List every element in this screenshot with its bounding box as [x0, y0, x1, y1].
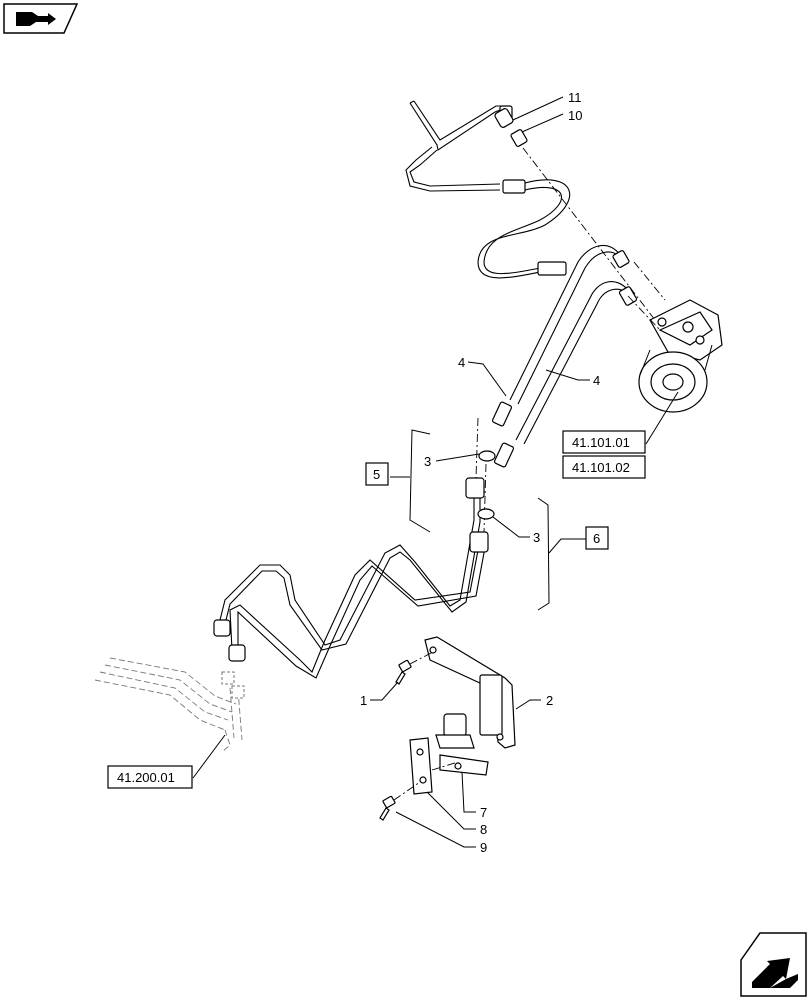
reference-41-101-02[interactable]: 41.101.02 [562, 455, 646, 479]
o-ring-3b [477, 508, 495, 520]
svg-text:5: 5 [373, 467, 380, 482]
reference-41-200-01[interactable]: 41.200.01 [107, 765, 193, 789]
callout-9: 9 [480, 840, 487, 855]
leader-ref-motor [645, 391, 679, 445]
bolt-9 [379, 795, 396, 821]
flexible-hose-upper [477, 179, 571, 279]
leader-6 [548, 538, 586, 554]
leader-3b [492, 516, 530, 538]
callout-3-upper: 3 [424, 454, 431, 469]
leader-8 [426, 791, 476, 830]
callout-8: 8 [480, 822, 487, 837]
leader-ref-left [192, 734, 226, 779]
svg-text:41.101.02: 41.101.02 [572, 460, 630, 475]
plate-8 [409, 737, 433, 795]
rigid-tube-upper [405, 100, 526, 194]
fitting-10 [510, 129, 528, 147]
callout-11: 11 [568, 90, 582, 105]
leader-2 [515, 699, 541, 710]
boxed-callout-5[interactable]: 5 [365, 462, 389, 486]
hose-4-left [491, 245, 630, 427]
leader-4a [467, 361, 507, 397]
group-brace-5 [409, 429, 431, 533]
svg-text:41.101.01: 41.101.01 [572, 435, 630, 450]
boxed-callout-6[interactable]: 6 [585, 526, 609, 550]
callout-10: 10 [568, 108, 582, 123]
callout-1: 1 [360, 693, 367, 708]
callout-2: 2 [546, 693, 553, 708]
leader-10 [521, 113, 564, 133]
o-ring-3a [478, 450, 496, 462]
svg-text:41.200.01: 41.200.01 [117, 770, 175, 785]
next-page-arrow-icon[interactable] [740, 932, 807, 997]
callout-3-lower: 3 [533, 530, 540, 545]
leader-4b [545, 369, 590, 381]
callout-7: 7 [480, 805, 487, 820]
bracket-2 [424, 636, 516, 749]
leader-1 [370, 681, 399, 701]
bolt-1 [395, 659, 412, 685]
callout-4-left: 4 [458, 355, 465, 370]
leader-11 [512, 96, 564, 121]
previous-page-arrow-icon[interactable] [3, 3, 79, 34]
leader-9 [395, 811, 476, 848]
rigid-tubes-zigzag [213, 477, 489, 679]
ghost-pipes-left [94, 657, 245, 753]
leader-3a [435, 453, 480, 462]
clamp-7 [435, 713, 489, 776]
callout-4-right: 4 [593, 373, 600, 388]
leader-7 [461, 771, 476, 813]
group-brace-6 [537, 497, 550, 611]
reference-41-101-01[interactable]: 41.101.01 [562, 430, 646, 454]
fitting-11 [494, 108, 514, 128]
svg-text:6: 6 [593, 531, 600, 546]
motor-assembly [638, 299, 723, 413]
